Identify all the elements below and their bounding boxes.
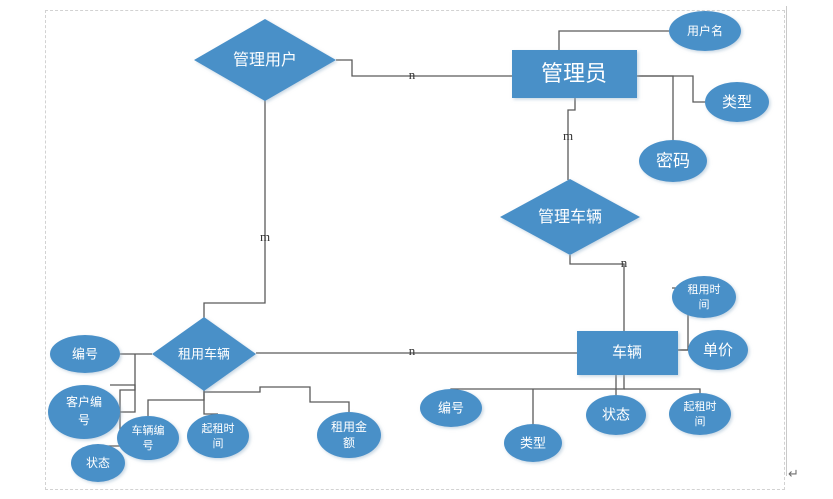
page-right-gutter	[786, 0, 833, 499]
ellipse-shape	[705, 82, 769, 122]
ellipse-shape	[586, 395, 646, 435]
attribute-label: 用户名	[687, 23, 723, 38]
ellipse-shape	[117, 416, 179, 460]
relationship-label: 管理车辆	[538, 208, 602, 226]
ellipse-shape	[317, 412, 381, 458]
attribute-label-line2: 号	[78, 413, 90, 427]
diamond-shape	[152, 317, 256, 391]
connector-manage-user-to-admin	[336, 59, 512, 77]
page-left-gutter	[0, 0, 24, 499]
ellipse-shape	[672, 276, 736, 318]
relationship-manage-user[interactable]: 管理用户	[194, 19, 336, 101]
rectangle-shape	[577, 331, 678, 375]
connector-vehicle-start-time	[624, 388, 701, 394]
attribute-label: 起租时	[684, 400, 717, 413]
cardinality-layer: n m n m n	[260, 67, 628, 358]
cardinality-label: n	[621, 255, 628, 270]
attribute-label-line2: 间	[213, 437, 224, 450]
page-edge-line	[786, 6, 787, 476]
attribute-label: 状态	[602, 407, 630, 423]
entity-vehicle[interactable]: 车辆	[577, 331, 678, 375]
attribute-label: 编号	[438, 400, 464, 415]
attribute-label: 类型	[520, 435, 546, 450]
attribute-label: 租用金	[331, 419, 367, 434]
attribute-label-line2: 号	[143, 439, 154, 452]
ellipse-shape	[669, 393, 731, 435]
relationship-layer: 管理用户 管理车辆 租用车辆	[152, 19, 640, 391]
relationship-rent-vehicle[interactable]: 租用车辆	[152, 317, 256, 391]
ellipse-shape	[639, 140, 707, 182]
paragraph-mark: ↵	[788, 467, 799, 482]
connector-admin-type	[637, 75, 706, 103]
attribute-rent-number[interactable]: 编号	[50, 335, 120, 373]
attribute-label: 租用时	[688, 283, 721, 296]
attribute-admin-password[interactable]: 密码	[639, 140, 707, 182]
attribute-admin-type[interactable]: 类型	[705, 82, 769, 122]
relationship-manage-vehicle[interactable]: 管理车辆	[500, 179, 640, 255]
cardinality-label: n	[409, 67, 416, 82]
attribute-vehicle-start-time[interactable]: 起租时 间	[669, 393, 731, 435]
cardinality-label: m	[563, 128, 573, 143]
ellipse-shape	[71, 444, 125, 482]
relationship-label: 租用车辆	[178, 346, 230, 361]
connector-admin-username	[558, 30, 669, 50]
attribute-vehicle-status[interactable]: 状态	[586, 395, 646, 435]
connector-manage-vehicle-to-vehicle	[569, 255, 625, 331]
attribute-rent-status[interactable]: 状态	[71, 444, 125, 482]
cardinality-label: m	[260, 229, 270, 244]
attribute-label: 车辆编	[132, 423, 165, 437]
connector-rent-customer-number	[120, 354, 136, 413]
attribute-rent-vehicle-number[interactable]: 车辆编 号	[117, 416, 179, 460]
attribute-label: 类型	[722, 94, 752, 111]
attribute-vehicle-number[interactable]: 编号	[420, 389, 482, 427]
connector-rent-start-time	[203, 390, 218, 415]
ellipse-shape	[50, 335, 120, 373]
connector-manage-user-to-rent-vehicle	[203, 100, 266, 318]
entity-label: 车辆	[612, 344, 642, 361]
attribute-label-line2: 间	[699, 298, 710, 311]
entity-label: 管理员	[541, 61, 607, 86]
connector-vehicle-number	[450, 375, 625, 390]
ellipse-shape	[669, 11, 741, 51]
connector-rent-vehicle-number	[147, 390, 205, 416]
attribute-label: 客户编	[66, 394, 102, 409]
attribute-label-line2: 额	[343, 436, 355, 450]
diamond-shape	[500, 179, 640, 255]
attribute-label: 密码	[656, 151, 690, 170]
ellipse-shape	[688, 330, 748, 370]
ellipse-shape	[420, 389, 482, 427]
attribute-label: 起租时	[202, 422, 235, 435]
attribute-rent-customer-number[interactable]: 客户编 号	[48, 385, 120, 439]
connector-rent-amount	[204, 386, 350, 412]
connector-admin-to-manage-vehicle	[567, 98, 576, 180]
attribute-label-line2: 间	[695, 415, 706, 428]
cardinality-label: n	[409, 343, 416, 358]
attribute-vehicle-rent-time[interactable]: 租用时 间	[672, 276, 736, 318]
ellipse-shape	[187, 414, 249, 458]
relationship-label: 管理用户	[233, 51, 297, 69]
attribute-rent-start-time[interactable]: 起租时 间	[187, 414, 249, 458]
attribute-label: 状态	[86, 456, 110, 470]
ellipse-shape	[504, 424, 562, 462]
document-page	[24, 0, 786, 499]
attribute-layer: 用户名 类型 密码 租用时 间 单价	[48, 11, 769, 482]
attribute-vehicle-unit-price[interactable]: 单价	[688, 330, 748, 370]
attribute-rent-amount[interactable]: 租用金 额	[317, 412, 381, 458]
attribute-label: 单价	[703, 342, 733, 359]
attribute-admin-username[interactable]: 用户名	[669, 11, 741, 51]
attribute-vehicle-type[interactable]: 类型	[504, 424, 562, 462]
ellipse-shape	[48, 385, 120, 439]
diamond-shape	[194, 19, 336, 101]
entity-admin[interactable]: 管理员	[512, 50, 637, 98]
attribute-label: 编号	[72, 346, 98, 361]
connector-admin-password	[637, 75, 674, 140]
rectangle-shape	[512, 50, 637, 98]
entity-layer: 管理员 车辆	[512, 50, 678, 375]
